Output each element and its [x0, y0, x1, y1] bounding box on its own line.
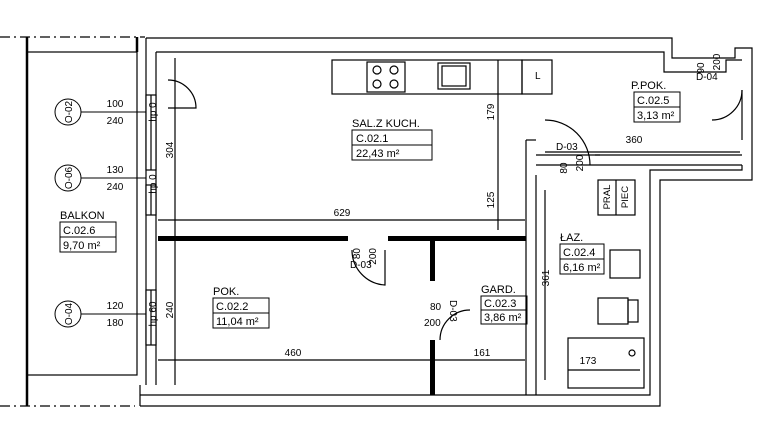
room-code: C.02.2: [216, 301, 248, 313]
window-tag-label: O-06: [64, 166, 75, 189]
door-width: 80: [352, 248, 363, 260]
room-area: 11,04 m²: [216, 316, 259, 328]
door-height: 200: [368, 248, 379, 265]
room-area: 3,13 m²: [637, 110, 675, 122]
window-height: 240: [107, 116, 124, 127]
dimension-label: 360: [626, 135, 643, 146]
room-name: GARD.: [481, 284, 516, 296]
dimension-label: 179: [486, 103, 497, 120]
dimension-label: 304: [165, 141, 176, 158]
interior-wall: [430, 340, 435, 395]
room-area: 9,70 m²: [63, 240, 101, 252]
dimension-label: 629: [334, 208, 351, 219]
interior-wall: [388, 236, 526, 241]
room-code: C.02.6: [63, 225, 95, 237]
door-height: 200: [575, 154, 586, 171]
door-swing: [167, 79, 197, 109]
door-width: 80: [430, 302, 442, 313]
door-swing: [351, 249, 386, 286]
cooktop: [366, 61, 406, 93]
washbasin: [609, 249, 641, 279]
dimension-label: 361: [541, 269, 552, 286]
window-width: 130: [107, 165, 124, 176]
window-sill: hp 0: [148, 174, 159, 194]
door-tag: D-04: [696, 72, 718, 83]
window-height: 180: [107, 318, 124, 329]
dimension-label: 161: [474, 348, 491, 359]
room-area: 22,43 m²: [356, 148, 400, 160]
boiler-label: PIEC: [620, 186, 631, 208]
window-tag-label: O-02: [64, 100, 75, 123]
toilet: [597, 297, 629, 325]
door-width: 80: [559, 162, 570, 174]
room-code: C.02.1: [356, 133, 388, 145]
interior-wall: [430, 241, 435, 281]
room-name: BALKON: [60, 210, 105, 222]
room-name: POK.: [213, 286, 239, 298]
room-area: 3,86 m²: [484, 312, 522, 324]
door-height: 200: [712, 53, 723, 70]
kitchen-sink: [437, 62, 471, 90]
door-swing: [711, 89, 743, 121]
room-code: C.02.5: [637, 95, 669, 107]
exterior-wall: [146, 37, 753, 165]
door-height: 200: [424, 318, 441, 329]
room-code: C.02.3: [484, 298, 516, 310]
room-name: ŁAZ.: [560, 232, 583, 244]
fridge: [521, 59, 553, 95]
door-tag: D-03: [556, 142, 578, 153]
window-sill: hp 60: [148, 301, 159, 326]
door-swing: [544, 119, 591, 166]
window-height: 240: [107, 182, 124, 193]
door-width: 90: [696, 62, 707, 74]
dimension-label: 173: [580, 356, 597, 367]
exterior-wall-inner: [156, 51, 742, 73]
window-width: 120: [107, 301, 124, 312]
dimension-label: 240: [165, 301, 176, 318]
room-name: SAL.Z KUCH.: [352, 118, 420, 130]
interior-wall: [158, 236, 348, 241]
dimension-label: 460: [285, 348, 302, 359]
dimension-label: 125: [486, 191, 497, 208]
room-name: P.POK.: [631, 80, 666, 92]
door-tag: D-03: [447, 300, 458, 322]
window-sill: hp 0: [148, 102, 159, 122]
door-tag: D-03: [350, 260, 372, 271]
door-swing: [439, 309, 471, 341]
washer-label: PRAL: [602, 185, 613, 210]
room-code: C.02.4: [563, 247, 595, 259]
shower: [567, 337, 645, 389]
window-tag-label: O-04: [64, 302, 75, 325]
room-area: 6,16 m²: [563, 262, 601, 274]
window-width: 100: [107, 99, 124, 110]
kitchen-counter: [331, 59, 523, 95]
fridge-label: L: [535, 71, 541, 82]
